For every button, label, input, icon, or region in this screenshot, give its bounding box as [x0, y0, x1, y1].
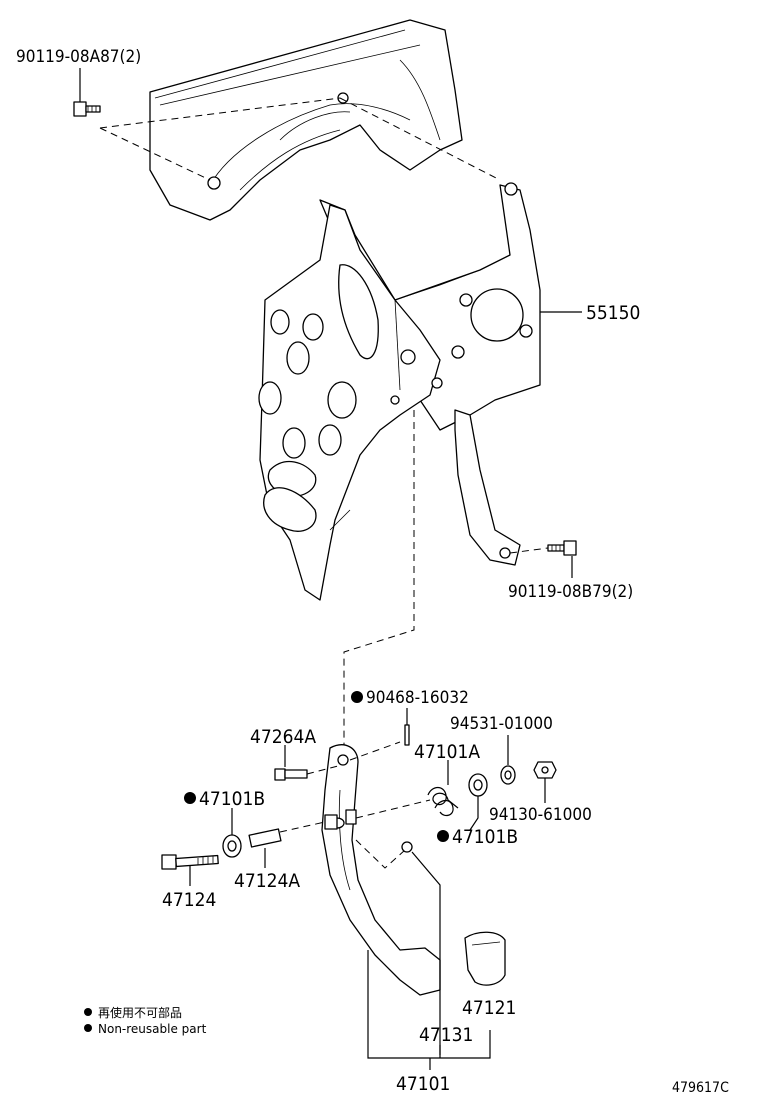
spacer-47264a	[274, 768, 308, 781]
pivot-collar-on-lever	[324, 809, 357, 830]
dash-panel-outline	[149, 19, 463, 221]
label-bolt-top: 90119-08A87(2)	[16, 47, 141, 67]
legend-dot-en	[84, 1024, 92, 1032]
pin-90468-16032	[404, 708, 410, 746]
label-bush-left: 47101B	[199, 788, 265, 810]
label-pedal-lever: 47131	[419, 1024, 473, 1046]
nonreusable-marker-bush-left	[184, 792, 196, 804]
nonreusable-marker-pin	[351, 691, 363, 703]
legend-dot-jp	[84, 1008, 92, 1016]
label-nut: 94130-61000	[489, 805, 592, 825]
washer-94531-01000	[500, 765, 516, 785]
label-washer: 94531-01000	[450, 714, 553, 734]
assembly-bracket-lines	[367, 950, 491, 1070]
label-bush-right: 47101B	[452, 826, 518, 848]
bolt-90119-08b79	[547, 540, 577, 556]
label-collar: 47124A	[234, 870, 300, 892]
nut-94130-61000	[533, 761, 557, 779]
label-bolt-pivot: 47124	[162, 889, 216, 911]
label-pad: 47121	[462, 997, 516, 1019]
legend-jp: 再使用不可部品	[98, 1005, 182, 1020]
label-pin: 90468-16032	[366, 688, 469, 708]
bolt-90119-08a87	[73, 101, 101, 117]
legend-en: Non-reusable part	[98, 1022, 207, 1036]
pedal-lever-47131	[321, 744, 441, 996]
nonreusable-marker-bush-right	[437, 830, 449, 842]
bolt-47124	[161, 854, 219, 870]
label-spring: 47101A	[414, 741, 480, 763]
label-bolt-right: 90119-08B79(2)	[508, 582, 633, 602]
bush-47101b-right	[468, 773, 488, 797]
pedal-pad-47121	[464, 931, 506, 986]
spring-47101a	[427, 786, 459, 817]
label-bracket: 55150	[586, 302, 640, 324]
bush-47101b-left	[222, 834, 242, 858]
figure-id: 479617C	[672, 1080, 729, 1096]
label-spacer-upper: 47264A	[250, 726, 316, 748]
pedal-bracket-55150	[258, 182, 541, 601]
collar-47124a	[248, 828, 282, 848]
label-pedal-assy: 47101	[396, 1073, 450, 1095]
